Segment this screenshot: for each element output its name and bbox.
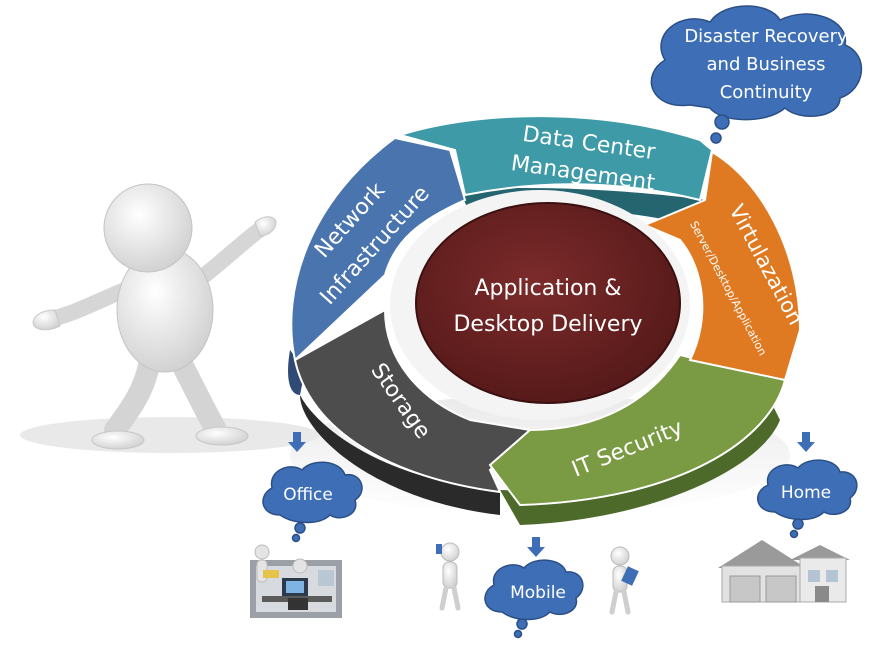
office-scene-icon xyxy=(250,544,342,618)
arrow-down-office-icon xyxy=(288,432,306,452)
disaster-line2: and Business xyxy=(707,54,826,75)
presenter-figure-icon xyxy=(32,183,277,450)
segment-storage xyxy=(293,308,533,494)
cloud-disaster: Disaster Recovery and Business Continuit… xyxy=(650,5,862,144)
segment-virtual xyxy=(642,150,802,382)
mobile-label: Mobile xyxy=(510,583,566,603)
office-label: Office xyxy=(283,485,333,505)
mobile-figure-phone-icon xyxy=(436,542,461,611)
arrow-down-mobile-icon xyxy=(527,537,545,557)
segment-network xyxy=(290,136,467,362)
network-depth xyxy=(288,350,305,395)
center-line2: Desktop Delivery xyxy=(453,312,642,337)
cloud-home: Home xyxy=(757,459,858,539)
cloud-mobile: Mobile xyxy=(484,559,584,639)
center-line1: Application & xyxy=(474,276,621,301)
storage-depth xyxy=(300,395,500,515)
home-label: Home xyxy=(781,483,831,503)
disaster-line3: Continuity xyxy=(720,82,813,103)
figure-shadow xyxy=(20,417,320,453)
cloud-office: Office xyxy=(262,461,363,543)
segment-security xyxy=(488,353,787,507)
disaster-line1: Disaster Recovery xyxy=(684,26,848,47)
segment-data-center xyxy=(396,115,714,202)
arrow-down-home-icon xyxy=(797,432,815,452)
mobile-figure-tablet-icon xyxy=(609,546,639,615)
center-hub xyxy=(415,202,681,404)
house-icon xyxy=(718,540,850,603)
